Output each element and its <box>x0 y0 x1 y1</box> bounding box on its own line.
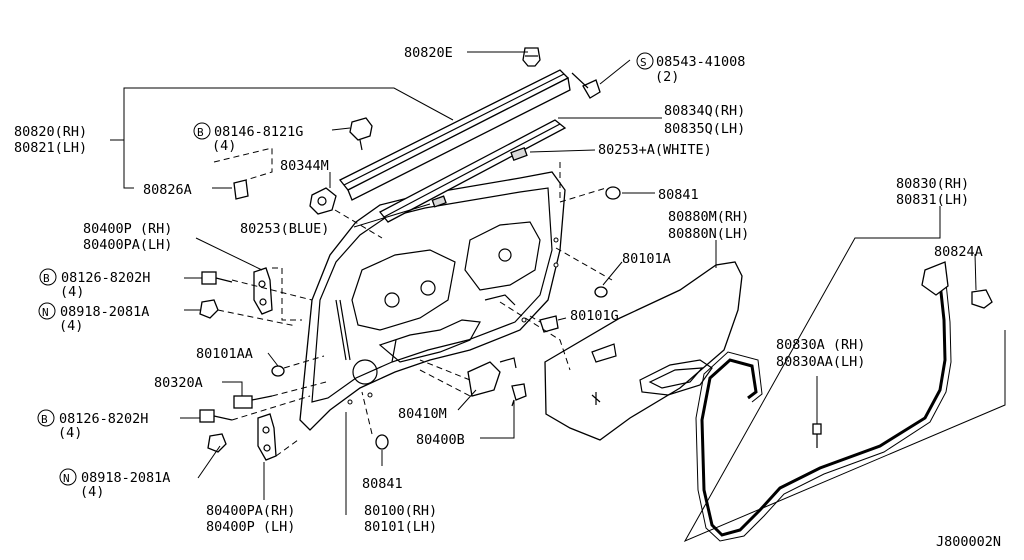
label-80880N: 80880N(LH) <box>668 226 749 242</box>
label-80830AA: 80830AA(LH) <box>776 354 865 370</box>
label-08543-41008: 08543-41008 <box>656 54 745 70</box>
window-sash <box>338 69 571 201</box>
door-weatherstrip <box>695 261 993 542</box>
qty-08543: (2) <box>655 69 679 85</box>
label-80826A: 80826A <box>143 182 192 198</box>
plug-80101G <box>539 315 559 333</box>
plug-80841-lower <box>375 434 389 450</box>
screw-08543 <box>571 72 601 99</box>
label-08126-8202H-lower: 08126-8202H <box>59 411 148 427</box>
diagram-id: J800002N <box>936 534 1001 550</box>
label-80821: 80821(LH) <box>14 140 87 156</box>
label-80830A: 80830A (RH) <box>776 337 865 353</box>
inner-belt-molding <box>379 119 567 223</box>
bolt-symbol-icon <box>193 122 211 140</box>
label-08918-2081A-upper: 08918-2081A <box>60 304 149 320</box>
check-link <box>233 395 273 409</box>
part-labels: 80820E S 08543-41008 (2) 80834Q(RH) 8083… <box>14 45 1001 550</box>
label-80835Q: 80835Q(LH) <box>664 121 745 137</box>
symbol-b: B <box>41 413 48 426</box>
leader-lines <box>110 51 1006 543</box>
label-80320A: 80320A <box>154 375 203 391</box>
label-80344M: 80344M <box>280 158 329 174</box>
label-80400P-lower: 80400P (LH) <box>206 519 295 535</box>
label-08146-8121G: 08146-8121G <box>214 124 303 140</box>
label-80880M: 80880M(RH) <box>668 209 749 225</box>
plug-80841-upper <box>605 186 621 200</box>
hinge-lower <box>199 409 277 461</box>
label-80841-upper: 80841 <box>658 187 699 203</box>
qty-08146: (4) <box>212 138 236 154</box>
label-80101: 80101(LH) <box>364 519 437 535</box>
symbol-b: B <box>43 272 50 285</box>
label-08918-2081A-lower: 08918-2081A <box>81 470 170 486</box>
holder-80344M <box>309 187 337 215</box>
label-80400P-upper: 80400P (RH) <box>83 221 172 237</box>
label-80101G: 80101G <box>570 308 619 324</box>
clip-80820E <box>522 47 541 67</box>
nut-symbol-icon <box>38 302 56 320</box>
symbol-n: N <box>63 472 70 485</box>
label-80400PA-lower: 80400PA(RH) <box>206 503 295 519</box>
screw-symbol-icon <box>636 52 654 70</box>
symbol-n: N <box>42 306 49 319</box>
label-80101A: 80101A <box>622 251 671 267</box>
bolt-08146 <box>349 117 373 151</box>
label-80824A: 80824A <box>934 244 983 260</box>
label-80253: 80253(BLUE) <box>240 221 329 237</box>
bolt-symbol-icon <box>37 409 55 427</box>
symbol-s: S <box>640 56 647 69</box>
label-80253A: 80253+A(WHITE) <box>598 142 712 158</box>
label-80834Q: 80834Q(RH) <box>664 103 745 119</box>
label-80820E: 80820E <box>404 45 453 61</box>
sealing-screen <box>544 261 743 441</box>
striker-80410M <box>467 357 517 397</box>
hinge-upper <box>199 267 273 319</box>
plug-80101AA <box>271 365 285 377</box>
qty-08918-upper: (4) <box>59 318 83 334</box>
label-80101AA: 80101AA <box>196 346 253 362</box>
plug-80101A <box>594 286 608 298</box>
label-80820: 80820(RH) <box>14 124 87 140</box>
qty-08126-upper: (4) <box>60 284 84 300</box>
bolt-symbol-icon <box>39 268 57 286</box>
label-80831: 80831(LH) <box>896 192 969 208</box>
label-80841-lower: 80841 <box>362 476 403 492</box>
qty-08126-lower: (4) <box>58 425 82 441</box>
nut-symbol-icon <box>59 468 77 486</box>
label-80100: 80100(RH) <box>364 503 437 519</box>
qty-08918-lower: (4) <box>80 484 104 500</box>
label-80400PA-upper: 80400PA(LH) <box>83 237 172 253</box>
clip-80826A <box>233 179 249 200</box>
door-panel <box>299 171 566 431</box>
label-80410M: 80410M <box>398 406 447 422</box>
symbol-b: B <box>197 126 204 139</box>
label-80830: 80830(RH) <box>896 176 969 192</box>
label-80400B: 80400B <box>416 432 465 448</box>
label-08126-8202H-upper: 08126-8202H <box>61 270 150 286</box>
